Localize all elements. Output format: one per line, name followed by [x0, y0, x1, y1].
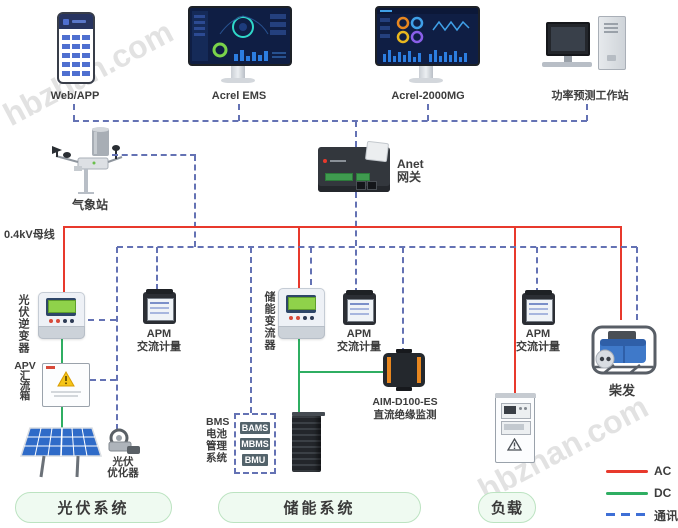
battery-rack-device — [292, 412, 325, 472]
gateway-ethernet-port — [367, 181, 377, 190]
diesel-generator-icon — [591, 325, 657, 375]
comm-line — [156, 247, 158, 290]
busbar-label: 0.4kV母线 — [4, 229, 55, 241]
ems-dashboard-graphic — [192, 11, 286, 61]
warning-triangle-icon — [57, 371, 75, 387]
workstation-keyboard-icon — [542, 62, 592, 67]
pcs-converter-device — [278, 288, 325, 339]
ac-line — [620, 226, 622, 320]
comm-line — [250, 247, 252, 413]
pv-system-pill: 光伏系统 — [15, 492, 172, 523]
gateway-terminal-block — [356, 173, 370, 181]
phone-screen-header — [59, 14, 93, 29]
comm-line — [636, 247, 638, 320]
gateway-label-sticker — [364, 140, 390, 163]
comm-line — [90, 379, 116, 381]
inverter-lcd-screen — [48, 300, 76, 313]
apm-meter-device — [143, 289, 176, 324]
ac-line — [514, 226, 516, 393]
comm-line — [116, 247, 118, 430]
mg-monitor-base — [409, 78, 443, 83]
dc-line — [61, 337, 63, 363]
web-app-label: Web/APP — [50, 90, 100, 102]
comm-line — [310, 247, 312, 285]
comm-line — [73, 104, 75, 121]
solar-panel-icon — [19, 427, 102, 478]
pv-inverter-label: 光伏逆变器 — [17, 294, 29, 354]
apm-label: APM 交流计量 — [137, 328, 181, 353]
comm-line — [194, 155, 196, 247]
mg-screen — [375, 6, 480, 66]
legend-comm-label: 通讯 — [654, 509, 678, 523]
dc-line — [298, 337, 300, 415]
apm-screen — [347, 299, 374, 322]
pv-optimizer-icon — [108, 428, 140, 454]
phone-app-grid — [62, 34, 90, 76]
gateway-ethernet-port — [356, 181, 366, 190]
weather-station-icon — [52, 127, 123, 194]
apm-screen — [147, 298, 174, 321]
ems-monitor-base — [221, 78, 255, 83]
ess-system-pill: 储能系统 — [218, 492, 421, 523]
ems-screen — [188, 6, 292, 66]
ac-line — [298, 226, 300, 288]
legend-ac-label: AC — [654, 464, 672, 478]
mbms-unit: MBMS — [240, 438, 270, 450]
ems-label: Acrel EMS — [211, 90, 267, 102]
comm-bus-top — [73, 120, 587, 122]
apm-label: APM 交流计量 — [337, 328, 381, 353]
bms-dashed-box: BAMS MBMS BMU — [234, 413, 276, 474]
insulation-monitor-label: AIM-D100-ES 直流绝缘监测 — [372, 396, 438, 421]
genset-label: 柴发 — [608, 383, 635, 398]
apm-meter-device — [343, 290, 376, 325]
apm-meter-device — [522, 290, 555, 325]
apm-label: APM 交流计量 — [516, 328, 560, 353]
load-system-pill: 负载 — [478, 492, 536, 523]
bmu-unit: BMU — [242, 454, 268, 466]
comm-line — [88, 319, 116, 321]
anet-gateway-device — [318, 140, 390, 192]
dc-line — [61, 405, 63, 428]
smartphone-icon — [57, 12, 95, 84]
weather-station-label: 气象站 — [71, 198, 108, 212]
mg-label: Acrel-2000MG — [391, 90, 465, 102]
dc-line — [298, 371, 383, 373]
bms-label: BMS 电池 管理 系统 — [206, 416, 230, 464]
gateway-terminal-block — [325, 173, 353, 181]
comm-line — [355, 121, 357, 147]
workstation-monitor-icon — [546, 22, 590, 62]
legend-ac-line — [606, 470, 648, 473]
comm-line — [112, 154, 196, 156]
comm-line — [586, 104, 588, 121]
comm-line — [427, 104, 429, 121]
legend-comm-line — [606, 513, 648, 516]
warning-triangle-icon — [507, 438, 522, 451]
insulation-monitor-device — [383, 349, 425, 391]
pcs-label: 储能变流器 — [263, 291, 275, 351]
workstation-tower-icon — [598, 16, 626, 70]
ac-busbar-line — [63, 226, 622, 228]
pcs-lcd-screen — [288, 297, 316, 310]
ems-monitor-stand — [231, 66, 245, 78]
pv-inverter-device — [38, 292, 85, 339]
load-cabinet-device — [494, 392, 536, 463]
comm-line — [402, 247, 404, 354]
comm-bus-main — [117, 246, 637, 248]
mg-dashboard-graphic — [377, 8, 478, 62]
comm-line — [536, 247, 538, 294]
apm-screen — [526, 299, 553, 322]
gateway-label: Anet 网关 — [397, 157, 424, 184]
mg-monitor-stand — [419, 66, 433, 78]
workstation-label: 功率预测工作站 — [551, 90, 629, 102]
comm-line — [238, 104, 240, 121]
apv-combiner-label: APV 汇 流 箱 — [14, 360, 36, 402]
ac-line — [63, 226, 65, 292]
legend-dc-line — [606, 492, 648, 495]
legend-dc-label: DC — [654, 486, 672, 500]
apv-combiner-box-device — [42, 363, 90, 407]
bams-unit: BAMS — [240, 422, 270, 434]
comm-line — [355, 192, 357, 294]
pv-optimizer-label: 光伏 优化器 — [107, 456, 139, 479]
